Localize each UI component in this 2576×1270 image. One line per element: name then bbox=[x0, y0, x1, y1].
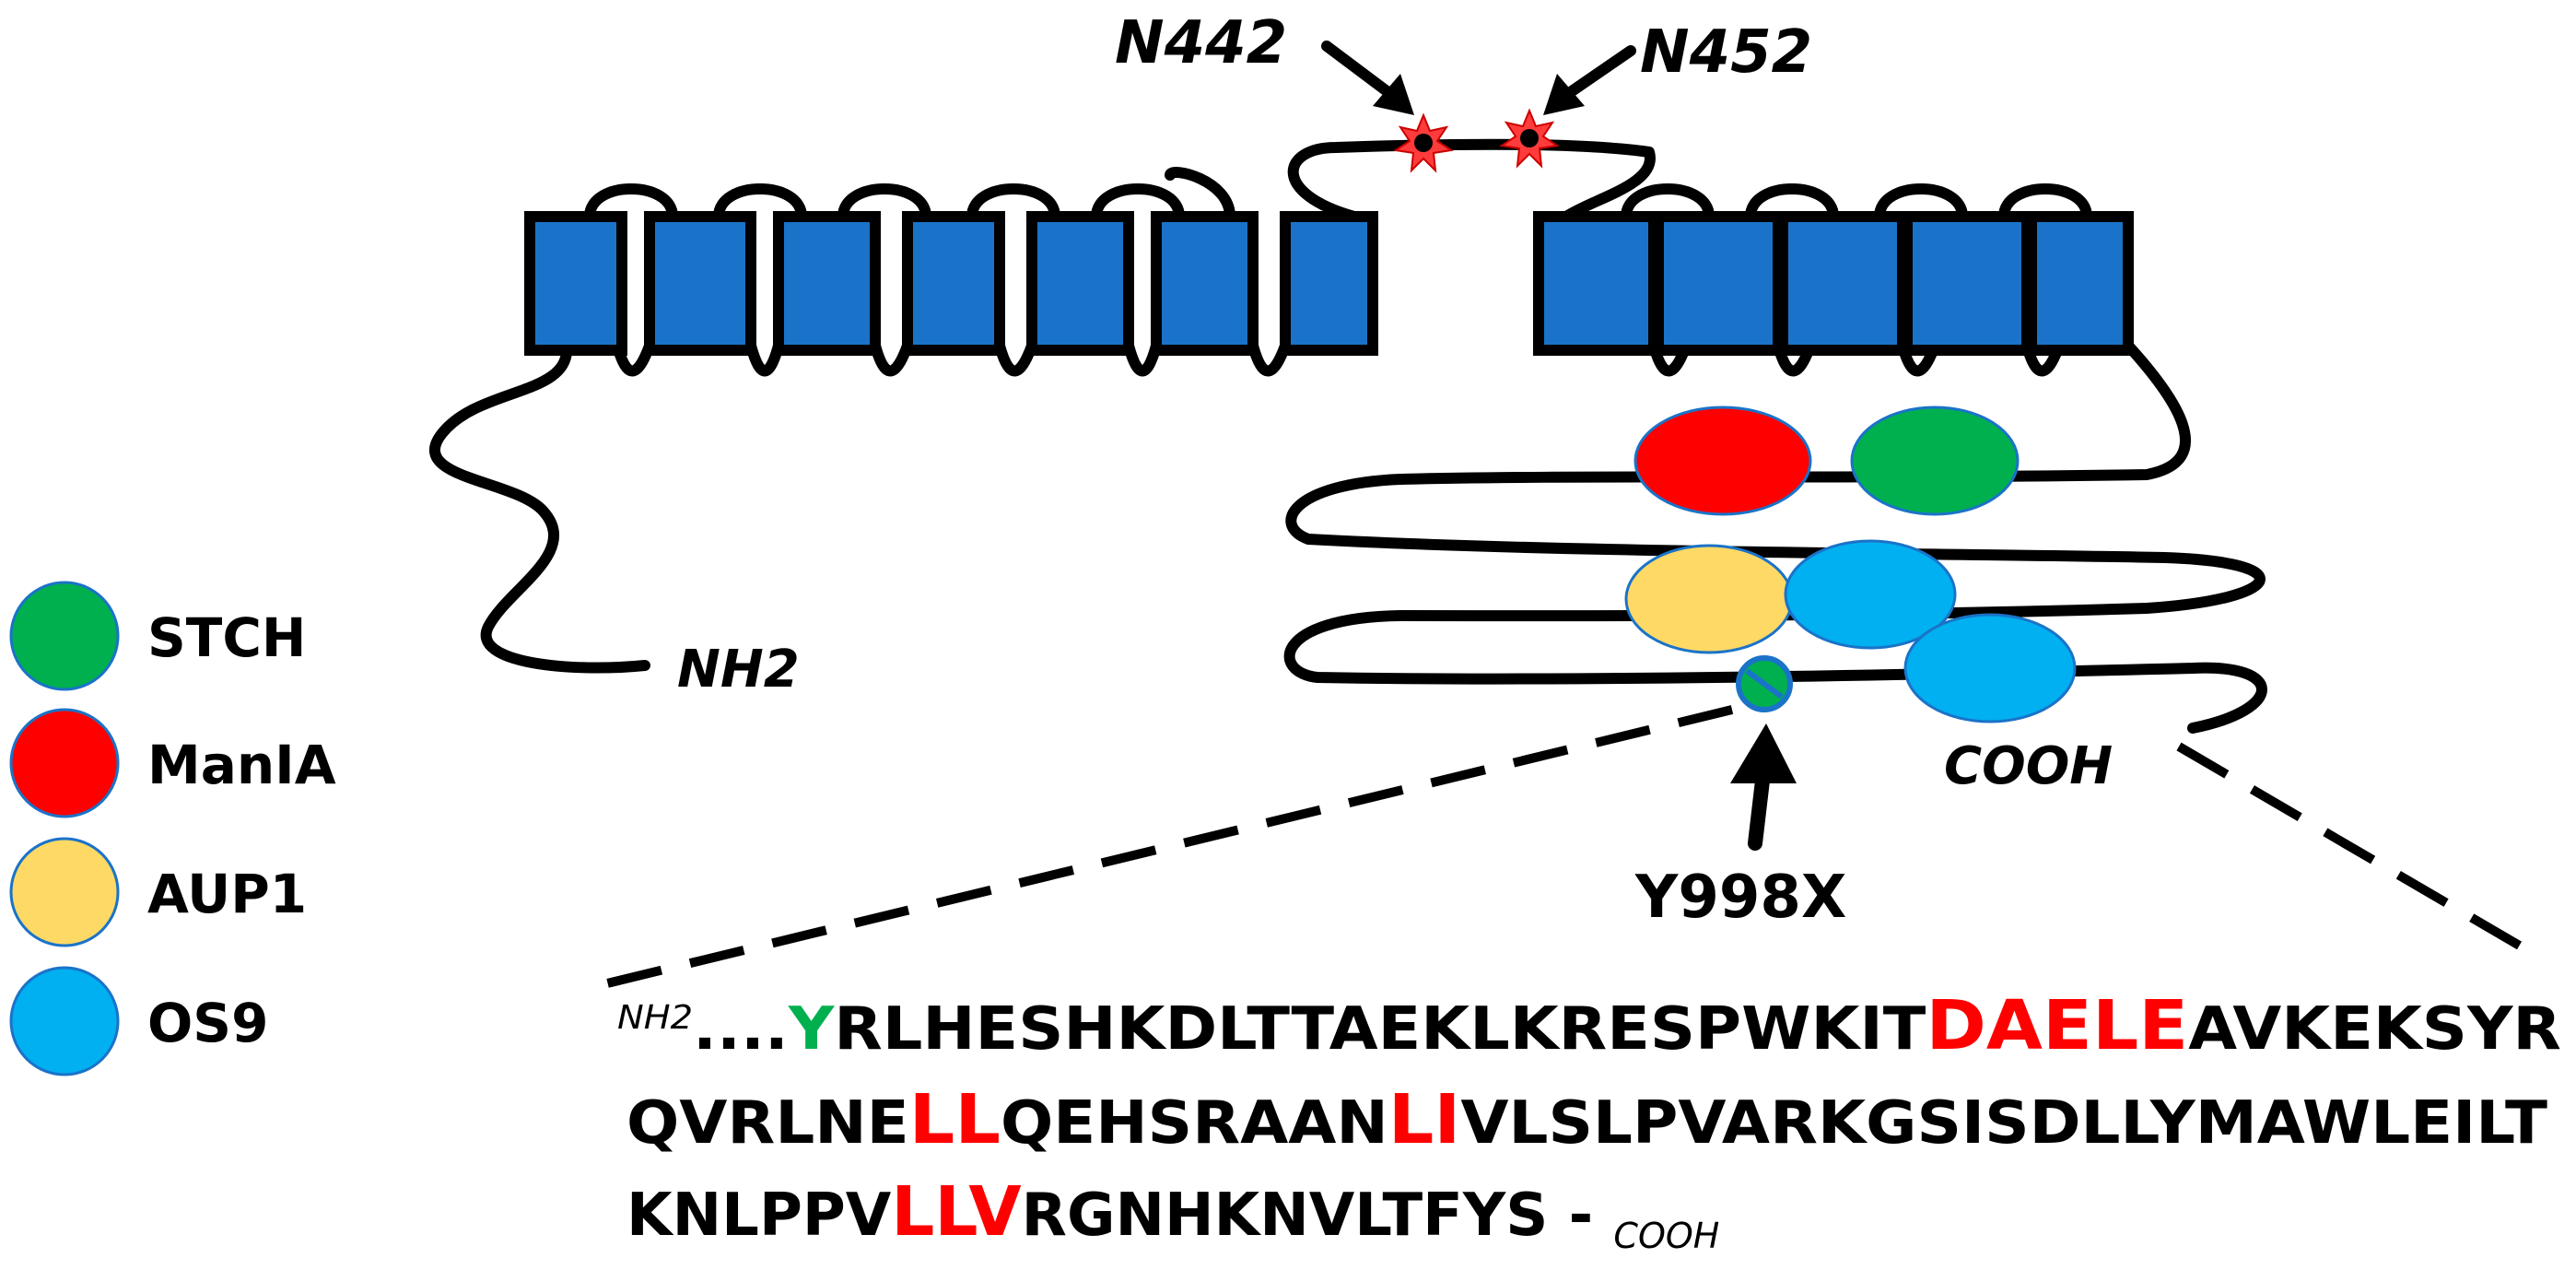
seq-y-residue: Y bbox=[788, 995, 835, 1064]
site-arrows bbox=[1321, 41, 1636, 107]
partner-binding-sites bbox=[1624, 406, 2077, 723]
helix-2 bbox=[644, 211, 756, 356]
seq-3a: KNLPPV bbox=[626, 1182, 892, 1250]
helix-6 bbox=[1151, 211, 1259, 356]
legend-aup1-label: AUP1 bbox=[147, 863, 307, 925]
stch-binding-site bbox=[1850, 406, 2020, 516]
n-terminal-tail bbox=[429, 340, 650, 674]
helix-5 bbox=[1026, 211, 1134, 356]
zoom-line-left bbox=[602, 705, 1734, 989]
legend-stch-label: STCH bbox=[147, 606, 306, 669]
n452-label: N452 bbox=[1640, 18, 1812, 87]
seq-3c: RGNHKNVLTFYS - bbox=[1022, 1182, 1614, 1250]
nh2-terminus-label: NH2 bbox=[677, 640, 800, 700]
seq-1c: AVKEKSYR bbox=[2188, 995, 2561, 1064]
seq-2e: VLSLPVARKGSISDLLYMAWLEILT bbox=[1460, 1089, 2547, 1158]
mutation-label: Y998X bbox=[1634, 864, 1846, 932]
os9-binding-site-1 bbox=[1784, 539, 1957, 650]
zoom-line-right bbox=[2176, 742, 2536, 958]
seq-nh2: NH2 bbox=[617, 999, 693, 1037]
legend-aup1-swatch bbox=[9, 837, 120, 947]
seq-motif-llv: LLV bbox=[891, 1172, 1021, 1252]
mania-binding-site bbox=[1633, 406, 1812, 516]
glycosylation-loop bbox=[1287, 138, 1656, 222]
seq-dots: .... bbox=[693, 995, 789, 1064]
mutation-site-marker bbox=[1736, 655, 1793, 712]
seq-motif-li: LI bbox=[1388, 1080, 1461, 1159]
glycosylation-markers bbox=[1393, 108, 1560, 173]
legend-mania-swatch bbox=[9, 708, 120, 818]
helix-4 bbox=[902, 211, 1005, 356]
sequence-line-3: KNLPPVLLVRGNHKNVLTFYS - COOH bbox=[626, 1172, 1719, 1256]
seq-1a: RLHESHKDLTTAEKLKRESPWKIT bbox=[834, 995, 1926, 1064]
seq-motif-daele: DAELE bbox=[1926, 986, 2188, 1065]
helix-1 bbox=[524, 211, 627, 356]
n442-label: N442 bbox=[1115, 9, 1287, 77]
seq-2a: QVRLNE bbox=[626, 1089, 909, 1158]
aup1-binding-site bbox=[1624, 544, 1794, 654]
legend-os9-swatch bbox=[9, 966, 120, 1076]
helix-3 bbox=[773, 211, 881, 356]
legend-os9-label: OS9 bbox=[147, 992, 268, 1054]
helix-11 bbox=[1902, 211, 2032, 356]
legend-mania-label: ManIA bbox=[147, 734, 336, 796]
cooh-terminus-label: COOH bbox=[1944, 736, 2113, 796]
seq-2c: QEHSRAAN bbox=[1001, 1089, 1388, 1158]
helix-8 bbox=[1533, 211, 1659, 356]
helix-10 bbox=[1777, 211, 1908, 356]
os9-binding-site-2 bbox=[1903, 613, 2077, 723]
transmembrane-helices bbox=[524, 211, 2134, 356]
seq-cooh: COOH bbox=[1613, 1216, 1719, 1256]
helix-9 bbox=[1653, 211, 1784, 356]
mutation-arrow bbox=[1730, 723, 1797, 851]
legend-stch-swatch bbox=[9, 581, 120, 691]
helix-12 bbox=[2026, 211, 2134, 356]
zoom-lines bbox=[602, 705, 2536, 989]
helix-7 bbox=[1280, 211, 1378, 356]
seq-motif-ll: LL bbox=[909, 1080, 1001, 1159]
legend bbox=[9, 581, 120, 1076]
